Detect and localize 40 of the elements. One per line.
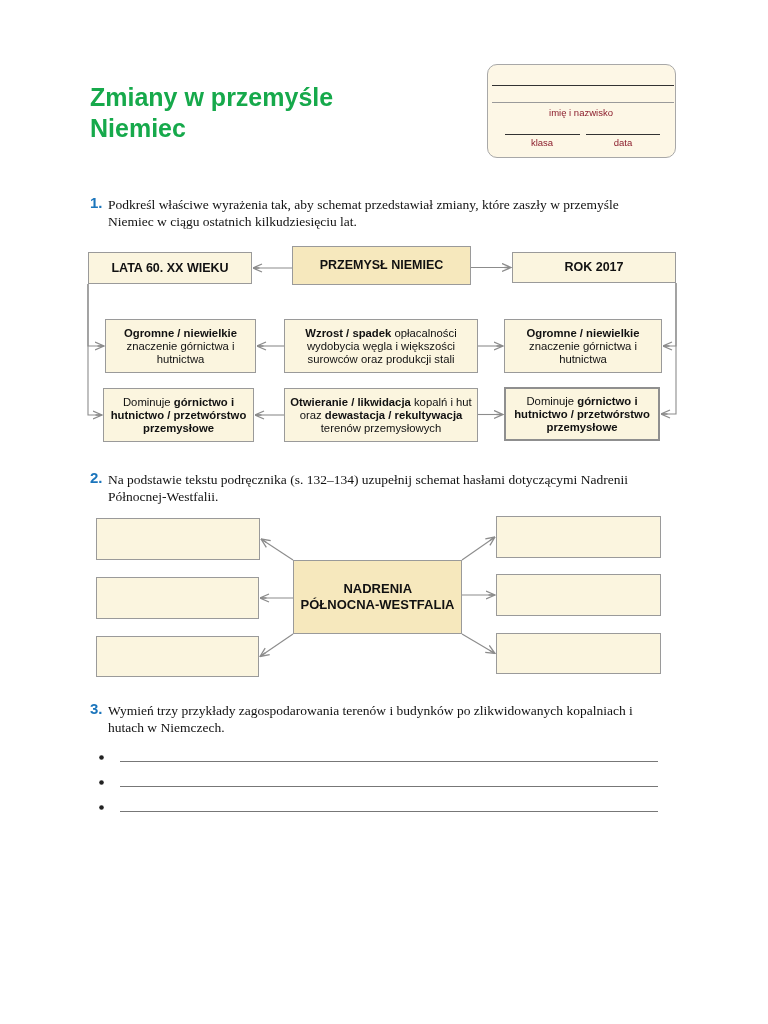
answer-box: [496, 633, 661, 674]
topic-box: NADRENIA PÓŁNOCNA-WESTFALIA: [293, 560, 462, 634]
topic-box: PRZEMYSŁ NIEMIEC: [292, 246, 471, 285]
answer-box: [496, 574, 661, 616]
statement-box: Ogromne / niewielkie znaczenie górnictwa i hutnictwa: [504, 319, 662, 373]
statement-box: Otwieranie / likwidacja kopalń i hut oraz dewastacja / rekultywacja terenów przemysłowych: [284, 388, 478, 442]
arrow: [477, 409, 504, 420]
task-instruction: Na podstawie tekstu podręcznika (s. 132–134) uzupełnij schemat hasłami dotyczącymi Nadrenii Północnej-Westfalii.: [108, 471, 629, 505]
arrow: [254, 410, 285, 420]
answer-box: [96, 636, 259, 677]
task-number: 3.: [90, 700, 103, 717]
field-label: imię i nazwisko: [549, 107, 613, 118]
arrow: [461, 633, 496, 655]
arrow: [252, 263, 293, 273]
arrow: [660, 282, 677, 419]
heading-box: ROK 2017: [512, 252, 676, 283]
answer-box: [496, 516, 661, 558]
arrow: [259, 593, 294, 603]
arrow: [461, 590, 496, 600]
task-number: 1.: [90, 194, 103, 211]
arrow: [260, 538, 294, 561]
task-number: 2.: [90, 469, 103, 486]
task-instruction: Podkreśl właściwe wyrażenia tak, aby schemat przedstawiał zmiany, które zaszły w przemyśle Niemiec w ciągu ostatnich kilkudziesięciu lat.: [108, 196, 620, 230]
arrow: [256, 341, 285, 351]
statement-box: Dominuje górnictwo i hutnictwo / przetwórstwo przemysłowe: [103, 388, 254, 442]
answer-box: [96, 518, 260, 560]
statement-box: Ogromne / niewielkie znaczenie górnictwa i hutnictwa: [105, 319, 256, 373]
statement-box: Wzrost / spadek opłacalności wydobycia węgla i większości surowców oraz produkcji stali: [284, 319, 478, 373]
arrow: [461, 536, 496, 561]
heading-box: LATA 60. XX WIEKU: [88, 252, 252, 284]
arrow: [477, 341, 504, 351]
answer-box: [96, 577, 259, 619]
statement-box: Dominuje górnictwo i hutnictwo / przetwórstwo przemysłowe: [504, 387, 660, 441]
field-label: data: [613, 137, 633, 148]
arrow: [259, 633, 294, 658]
field-label: klasa: [530, 137, 554, 148]
title: Zmiany w przemyśle Niemiec: [90, 82, 335, 144]
arrow: [470, 262, 512, 273]
arrow: [87, 283, 103, 420]
task-instruction: Wymień trzy przykłady zagospodarowania terenów i budynków po zlikwidowanych kopalniach i hutach w Niemczech.: [108, 702, 634, 736]
